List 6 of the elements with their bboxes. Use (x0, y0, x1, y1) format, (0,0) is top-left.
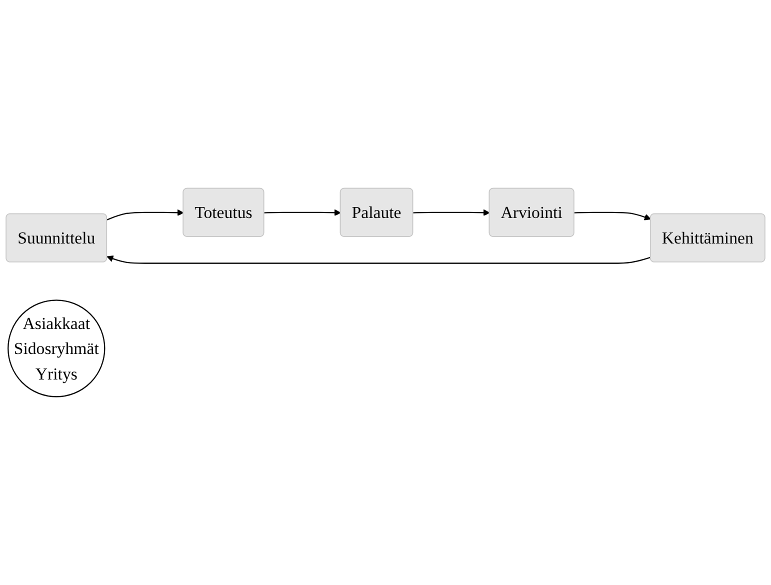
arrow (574, 212, 652, 220)
node-circle: Asiakkaat Sidosryhmät Yritys (8, 300, 106, 398)
arrow (413, 209, 490, 216)
arrow (106, 209, 184, 220)
arrow (106, 255, 651, 264)
arrow (264, 209, 341, 216)
